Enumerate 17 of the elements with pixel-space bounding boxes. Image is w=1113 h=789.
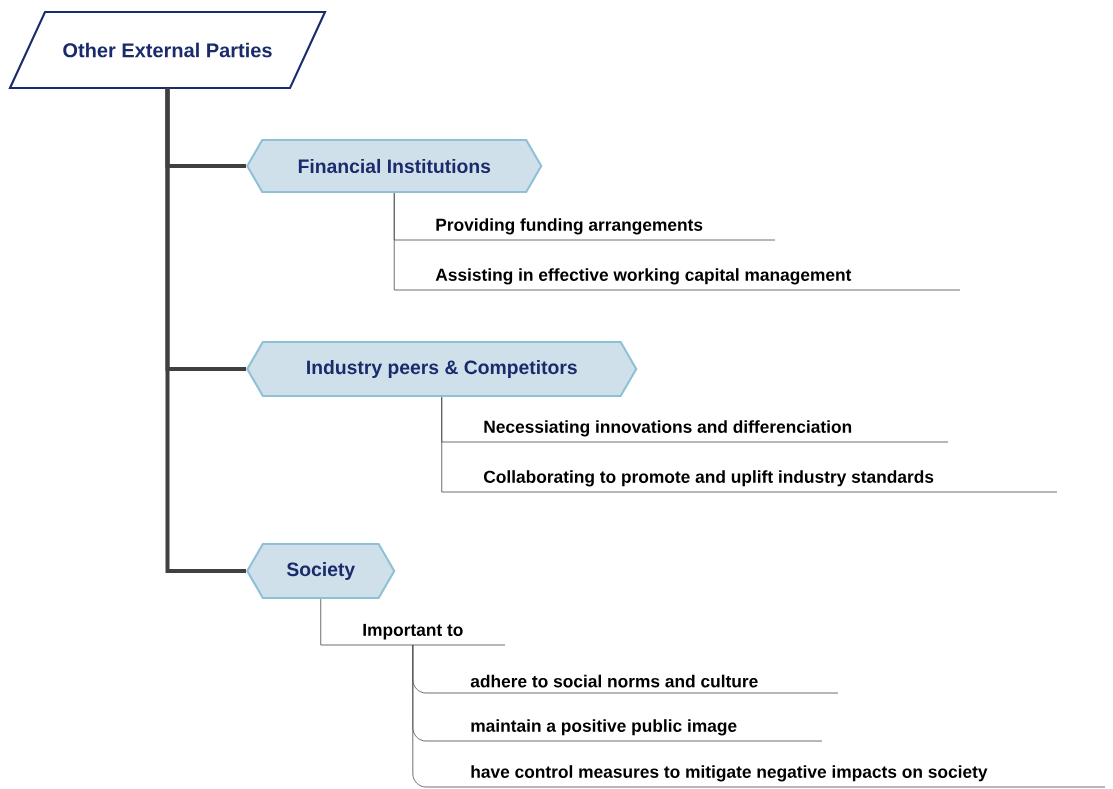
connector-line — [412, 644, 471, 788]
hexagon-box: Society — [246, 542, 396, 600]
underlined-text: Providing funding arrangements — [434, 218, 776, 241]
connector-line — [441, 396, 484, 493]
underlined-text: adhere to social norms and culture — [469, 674, 839, 694]
underlined-text: Important to — [361, 623, 506, 646]
underlined-text: Assisting in effective working capital management — [434, 268, 961, 291]
connector-line — [320, 598, 363, 646]
connector-line — [393, 192, 436, 291]
hexagon-box: Financial Institutions — [246, 138, 543, 194]
hexagon-box: Industry peers & Competitors — [246, 340, 638, 398]
underlined-text: have control measures to mitigate negative impacts on society — [469, 765, 1106, 788]
underlined-text: maintain a positive public image — [469, 719, 823, 742]
underlined-text: Necessiating innovations and differenciation — [482, 420, 949, 443]
parallelogram-box: Other External Parties — [8, 10, 327, 90]
underlined-text: Collaborating to promote and uplift industry standards — [482, 470, 1058, 493]
connector-line — [165, 88, 246, 573]
